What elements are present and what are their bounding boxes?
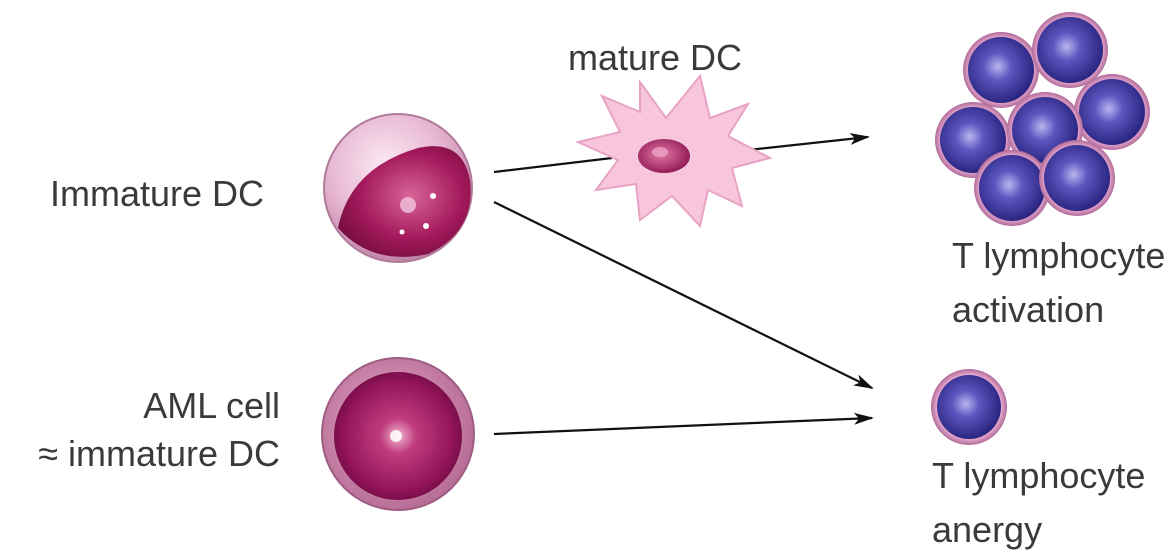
t-anergy-label-line2: anergy [932, 508, 1042, 552]
arrow-immature-to-anergy [494, 202, 872, 388]
t-cell [974, 150, 1050, 226]
t-cell [1039, 140, 1115, 216]
t-anergy-label-line1: T lymphocyte [932, 454, 1145, 498]
t-activation-label-line1: T lymphocyte [952, 234, 1165, 278]
aml-cell-label: AML cell [143, 384, 280, 428]
t-cell [1032, 12, 1108, 88]
mature-dc-cell [578, 76, 770, 226]
immature-dc-cell [324, 114, 472, 262]
immature-dc-label: Immature DC [50, 172, 264, 216]
mature-dc-label: mature DC [568, 36, 742, 80]
t-lymphocyte-single [931, 369, 1007, 445]
aml-cell [322, 358, 474, 510]
arrow-immature-to-mature [494, 158, 612, 172]
t-cell [1074, 74, 1150, 150]
arrow-aml-to-anergy [494, 418, 872, 434]
arrow-mature-to-activation [748, 137, 868, 150]
t-lymphocyte-cluster [935, 12, 1150, 226]
t-activation-label-line2: activation [952, 288, 1104, 332]
aml-approx-label: ≈ immature DC [38, 432, 280, 476]
